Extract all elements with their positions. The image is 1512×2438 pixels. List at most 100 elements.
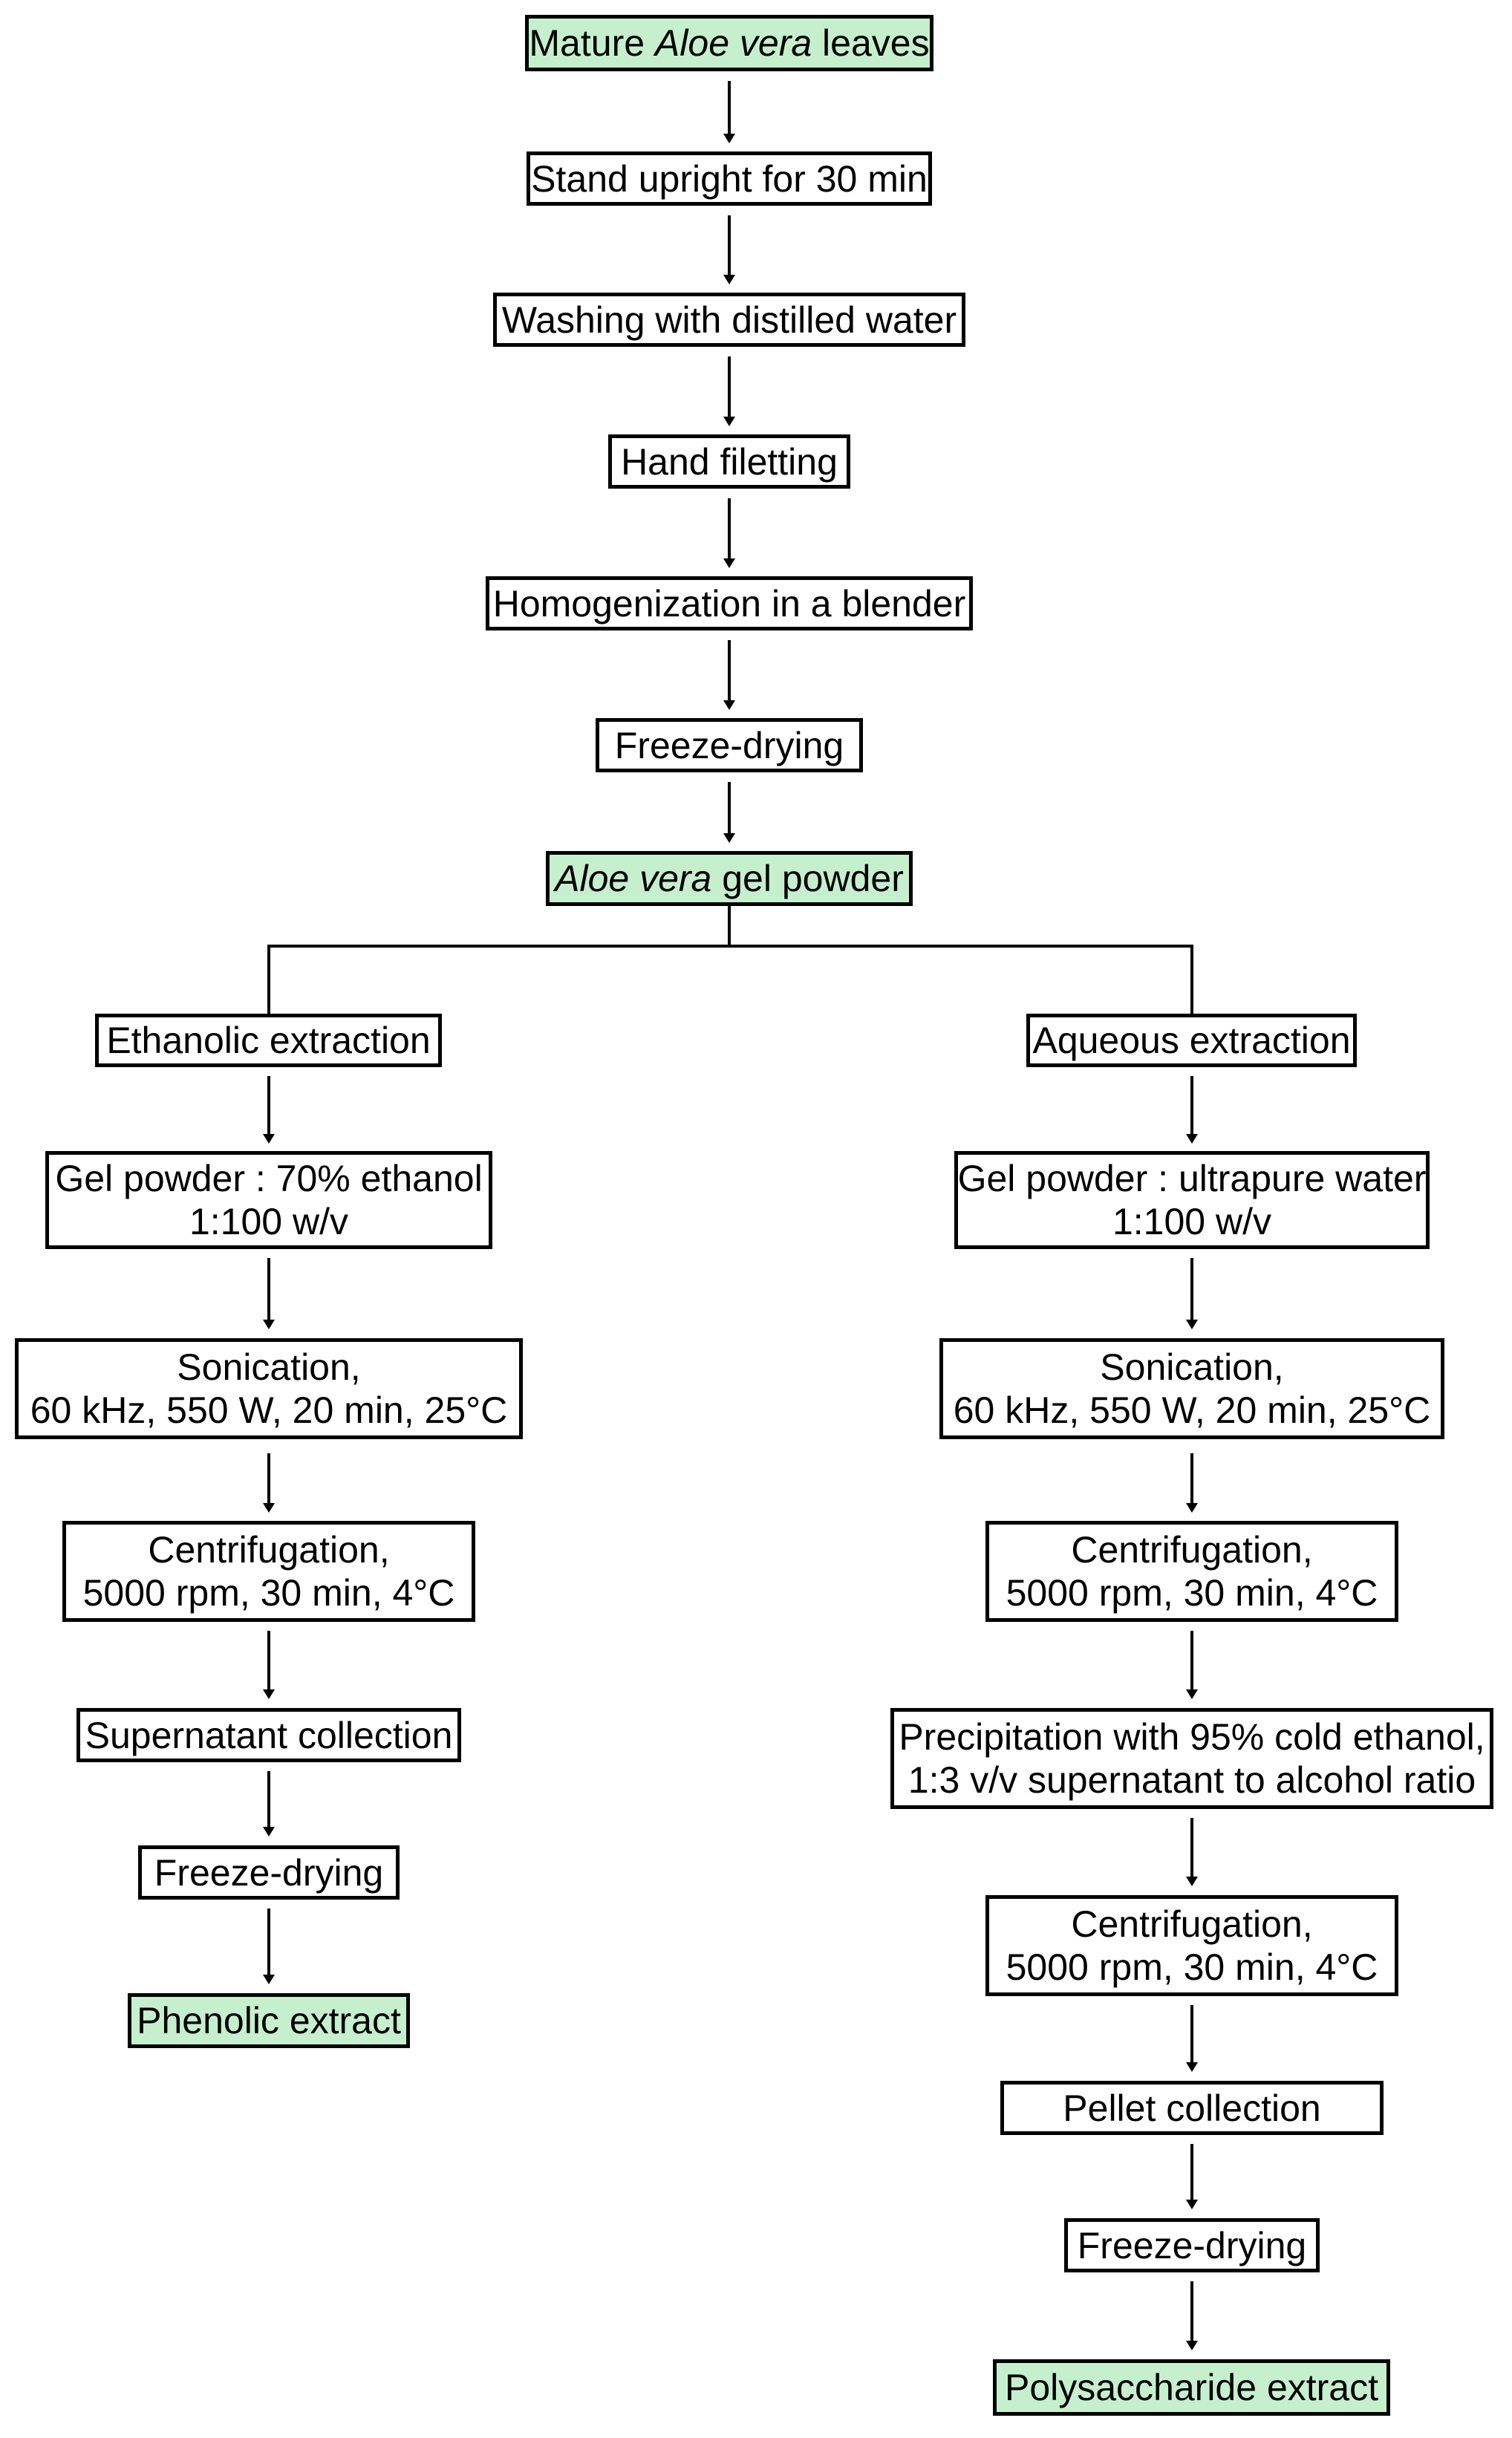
arrow-shaft	[1190, 1076, 1193, 1135]
node-label: Ethanolic extraction	[106, 1020, 431, 1061]
arrow-head	[1186, 1877, 1198, 1886]
node-hand-filetting: Hand filetting	[608, 434, 850, 489]
node-label-line1: Precipitation with 95% cold ethanol,	[899, 1716, 1485, 1758]
node-precipitation: Precipitation with 95% cold ethanol, 1:3…	[890, 1708, 1493, 1809]
node-label: Washing with distilled water	[501, 299, 957, 341]
arrow-head	[1186, 1503, 1198, 1513]
arrow-head	[1186, 2062, 1198, 2072]
node-phenolic-extract: Phenolic extract	[128, 1993, 410, 2048]
node-sonication-left: Sonication, 60 kHz, 550 W, 20 min, 25°C	[15, 1338, 523, 1439]
node-freeze-drying-right: Freeze-drying	[1064, 2218, 1320, 2272]
node-label-line2: 1:3 v/v supernatant to alcohol ratio	[907, 1759, 1476, 1801]
node-homogenization: Homogenization in a blender	[486, 576, 973, 630]
node-label-line1: Centrifugation,	[1071, 1529, 1313, 1571]
arrow-shaft	[728, 640, 731, 702]
node-label: Stand upright for 30 min	[531, 157, 928, 200]
node-label-line1: Sonication,	[177, 1346, 361, 1388]
node-label-line2: 1:100 w/v	[1112, 1201, 1271, 1242]
arrow-shaft	[1190, 1258, 1193, 1321]
node-gel-powder: Aloe vera gel powder	[546, 851, 913, 906]
arrow-shaft	[728, 782, 731, 835]
node-centrifugation-left: Centrifugation, 5000 rpm, 30 min, 4°C	[62, 1521, 475, 1622]
arrow-head	[1186, 2200, 1198, 2209]
node-label-line1: Gel powder : ultrapure water	[957, 1158, 1427, 1199]
node-water-mix: Gel powder : ultrapure water 1:100 w/v	[954, 1151, 1430, 1249]
node-centrifugation-right-2: Centrifugation, 5000 rpm, 30 min, 4°C	[985, 1895, 1398, 1996]
connector-line-vertical	[728, 906, 731, 946]
node-mature-aloe-vera-leaves: Mature Aloe vera leaves	[525, 15, 933, 71]
arrow-head	[1186, 2341, 1198, 2350]
node-label-line1: Centrifugation,	[148, 1529, 390, 1571]
node-label-line2: 5000 rpm, 30 min, 4°C	[1006, 1946, 1378, 1988]
node-sonication-right: Sonication, 60 kHz, 550 W, 20 min, 25°C	[939, 1338, 1444, 1439]
arrow-shaft	[267, 1453, 270, 1505]
node-label-line2: 5000 rpm, 30 min, 4°C	[82, 1572, 455, 1614]
flow-arrow-down-icon	[1186, 2144, 1198, 2209]
arrow-head	[723, 275, 735, 284]
arrow-shaft	[1190, 1631, 1193, 1691]
node-label: Supernatant collection	[85, 1714, 453, 1756]
node-freeze-drying-left: Freeze-drying	[138, 1845, 400, 1900]
arrow-head	[723, 558, 735, 568]
arrow-shaft	[267, 1909, 270, 1976]
label-text: Mature	[529, 22, 655, 64]
arrow-shaft	[1190, 2005, 1193, 2064]
flow-arrow-down-icon	[1186, 1076, 1198, 1144]
node-label-line2: 1:100 w/v	[189, 1201, 348, 1242]
arrow-shaft	[728, 356, 731, 418]
label-text: leaves	[812, 22, 930, 64]
connector-line-right	[1190, 945, 1193, 1014]
node-washing: Washing with distilled water	[493, 293, 965, 347]
arrow-shaft	[267, 1258, 270, 1321]
arrow-shaft	[267, 1631, 270, 1691]
node-label: Hand filetting	[621, 440, 838, 483]
arrow-shaft	[1190, 2144, 1193, 2201]
arrow-head	[723, 700, 735, 710]
flow-arrow-down-icon	[263, 1771, 275, 1836]
flow-arrow-down-icon	[1186, 1631, 1198, 1699]
node-label: Phenolic extract	[137, 2000, 401, 2041]
node-polysaccharide-extract: Polysaccharide extract	[993, 2359, 1390, 2416]
node-label-line2: 60 kHz, 550 W, 20 min, 25°C	[953, 1389, 1431, 1431]
flow-arrow-down-icon	[723, 356, 735, 426]
arrow-head	[263, 1689, 275, 1699]
arrow-shaft	[728, 498, 731, 560]
node-ethanolic-extraction: Ethanolic extraction	[95, 1014, 442, 1067]
flow-arrow-down-icon	[723, 81, 735, 143]
node-freeze-drying-top: Freeze-drying	[596, 718, 863, 772]
node-label: Freeze-drying	[614, 724, 844, 766]
node-label: Freeze-drying	[1077, 2224, 1307, 2266]
node-label: Aloe vera gel powder	[555, 857, 904, 900]
node-label: Homogenization in a blender	[492, 582, 966, 625]
node-label-line1: Sonication,	[1100, 1346, 1284, 1388]
flow-arrow-down-icon	[723, 782, 735, 843]
node-label: Polysaccharide extract	[1004, 2367, 1378, 2408]
node-label: Freeze-drying	[154, 1851, 384, 1894]
node-ethanol-mix: Gel powder : 70% ethanol 1:100 w/v	[45, 1151, 492, 1249]
node-label-line2: 60 kHz, 550 W, 20 min, 25°C	[30, 1389, 508, 1431]
flow-arrow-down-icon	[723, 215, 735, 284]
node-aqueous-extraction: Aqueous extraction	[1026, 1014, 1357, 1067]
arrow-shaft	[1190, 2281, 1193, 2342]
node-centrifugation-right-1: Centrifugation, 5000 rpm, 30 min, 4°C	[985, 1521, 1398, 1622]
flow-arrow-down-icon	[1186, 1453, 1198, 1513]
flow-arrow-down-icon	[263, 1909, 275, 1984]
flow-arrow-down-icon	[263, 1258, 275, 1329]
flow-arrow-down-icon	[723, 498, 735, 568]
label-text: gel powder	[711, 858, 904, 899]
flow-arrow-down-icon	[263, 1076, 275, 1144]
arrow-head	[1186, 1134, 1198, 1144]
arrow-shaft	[1190, 1818, 1193, 1878]
arrow-shaft	[267, 1076, 270, 1135]
node-pellet-collection: Pellet collection	[1000, 2081, 1384, 2135]
node-label-line1: Gel powder : 70% ethanol	[55, 1158, 483, 1199]
node-stand-upright: Stand upright for 30 min	[527, 151, 932, 206]
flow-arrow-down-icon	[263, 1631, 275, 1699]
flow-arrow-down-icon	[1186, 2005, 1198, 2072]
node-label: Aqueous extraction	[1032, 1020, 1351, 1061]
arrow-head	[723, 417, 735, 426]
arrow-shaft	[267, 1771, 270, 1828]
arrow-head	[263, 1503, 275, 1513]
node-label-line2: 5000 rpm, 30 min, 4°C	[1006, 1572, 1378, 1614]
